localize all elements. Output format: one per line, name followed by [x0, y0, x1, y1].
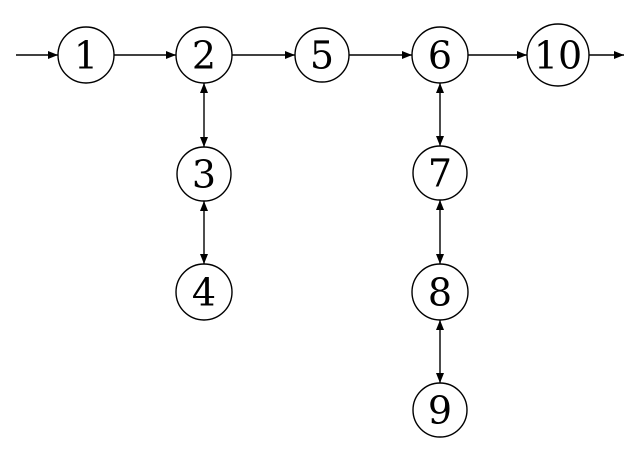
node-4: 4: [175, 263, 233, 321]
node-circle-7: [412, 145, 468, 201]
node-label-5: 5: [310, 33, 334, 77]
node-circle-5: [294, 27, 350, 83]
node-2: 2: [175, 26, 233, 84]
node-label-2: 2: [192, 33, 216, 77]
node-circle-2: [175, 26, 233, 84]
node-7: 7: [412, 145, 468, 201]
node-label-9: 9: [428, 388, 452, 432]
node-label-7: 7: [428, 151, 452, 195]
node-3: 3: [176, 146, 232, 202]
node-circle-8: [411, 263, 469, 321]
node-circle-3: [176, 146, 232, 202]
node-label-10: 10: [534, 33, 582, 77]
node-5: 5: [294, 27, 350, 83]
node-label-4: 4: [192, 270, 216, 314]
node-label-6: 6: [428, 33, 452, 77]
node-6: 6: [411, 26, 469, 84]
node-circle-4: [175, 263, 233, 321]
node-label-3: 3: [192, 152, 216, 196]
node-circle-9: [412, 382, 468, 438]
node-9: 9: [412, 382, 468, 438]
node-circle-1: [57, 26, 115, 84]
node-label-1: 1: [74, 33, 98, 77]
node-1: 1: [57, 26, 115, 84]
node-8: 8: [411, 263, 469, 321]
node-circle-6: [411, 26, 469, 84]
node-10: 10: [526, 23, 590, 87]
node-circle-10: [526, 23, 590, 87]
node-label-8: 8: [428, 270, 452, 314]
